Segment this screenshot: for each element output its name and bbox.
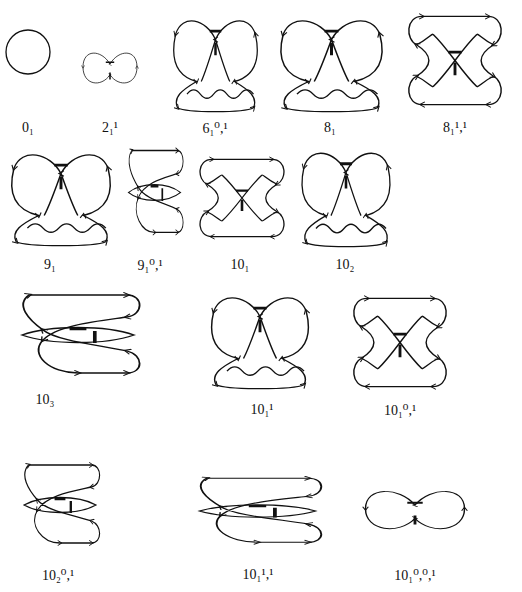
knot-figure <box>212 298 309 389</box>
knot-label: 10₁⁰,¹ <box>382 402 418 419</box>
knot-label: 10₃ <box>34 392 57 408</box>
unknot <box>6 30 50 74</box>
knot-label: 9₁⁰,¹ <box>135 257 164 274</box>
knot-figure <box>83 53 137 83</box>
knot-figure <box>12 155 110 246</box>
knot-figure <box>200 478 322 542</box>
knot-label: 10₁ <box>229 257 252 273</box>
knot-label: 8₁ <box>322 120 338 136</box>
knot-label: 2₁¹ <box>100 120 120 136</box>
knot-figure <box>409 16 501 104</box>
knot-label: 10₁¹,¹ <box>241 567 276 583</box>
knot-label: 10₂⁰,¹ <box>40 567 76 584</box>
knot-figure <box>200 159 284 236</box>
knot-figure <box>366 491 465 528</box>
knot-label: 9₁ <box>42 257 58 273</box>
knot-label: 6₁⁰,¹ <box>200 120 229 137</box>
knot-figure <box>129 151 184 233</box>
knot-label: 10₁¹ <box>248 402 275 418</box>
knot-label: 10₁⁰,⁰,¹ <box>392 567 437 584</box>
knot-figure <box>354 298 446 386</box>
knot-label: 8₁¹,¹ <box>441 120 469 136</box>
knot-figure <box>302 153 390 246</box>
knot-figure <box>24 465 100 543</box>
knot-figure <box>281 21 382 112</box>
knot-label: 10₂ <box>334 257 357 273</box>
knot-label: 0₁ <box>20 120 36 136</box>
knot-figure <box>174 21 258 112</box>
knot-figure <box>22 295 140 373</box>
